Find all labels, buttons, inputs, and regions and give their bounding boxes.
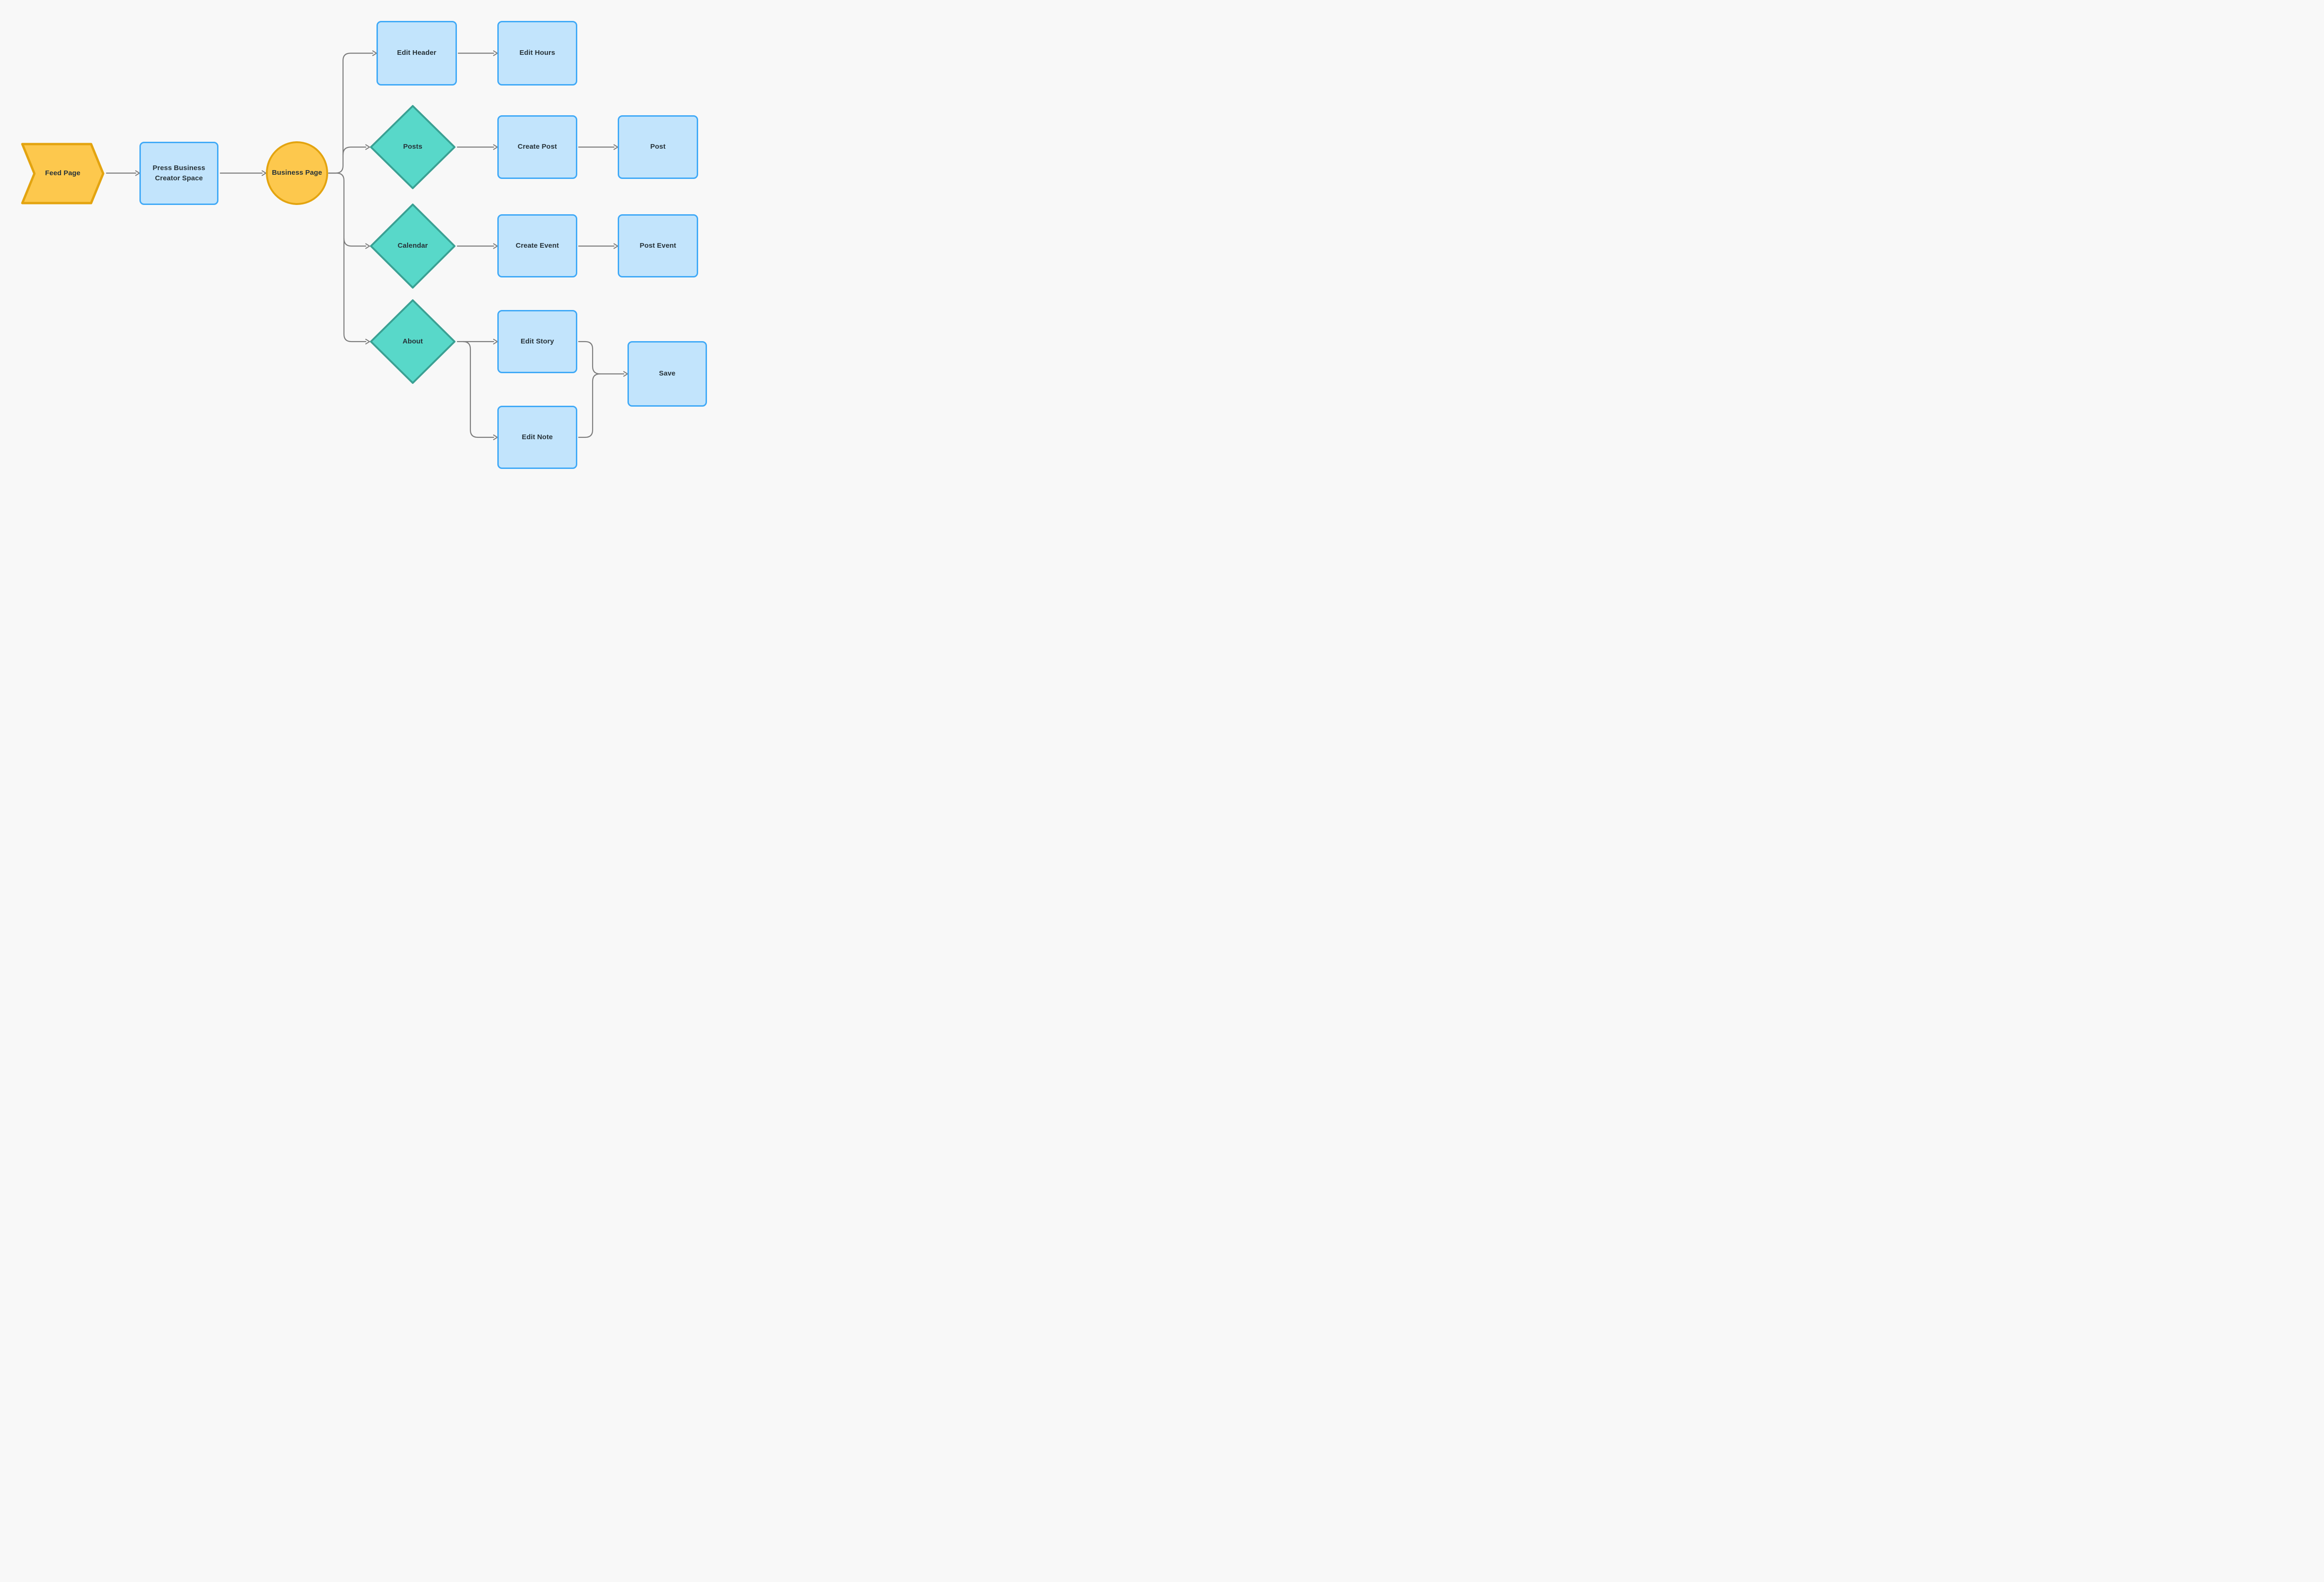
diamond-shape [370,105,456,190]
node-label: Feed Page [45,169,80,178]
node-business-page[interactable]: Business Page [266,141,328,205]
edge-business-to-about [328,172,370,345]
node-label: Business Page [271,169,322,177]
node-label: Calendar [397,242,428,250]
node-feed-page[interactable]: Feed Page [21,143,105,204]
node-label: About [403,337,423,345]
node-post[interactable]: Post [618,115,698,179]
node-press-business-creator-space[interactable]: Press Business Creator Space [139,142,218,205]
edge-business-to-posts [342,144,370,156]
edge-edit-note-to-save [578,373,601,438]
node-label: Edit Note [522,433,553,441]
node-about[interactable]: About [370,299,456,384]
chevron-shape [21,143,105,204]
node-label: Create Event [515,241,559,250]
edge-edit-story-to-save [578,341,628,377]
node-edit-story[interactable]: Edit Story [497,310,577,373]
node-post-event[interactable]: Post Event [618,214,698,277]
node-label: Edit Hours [519,49,555,57]
node-label: Save [659,369,676,378]
node-label: Create Post [517,143,557,151]
node-label: Edit Header [397,49,436,57]
diamond-shape [370,299,456,384]
edge-business-to-calendar [343,237,370,249]
diamond-shape [370,204,456,289]
node-calendar[interactable]: Calendar [370,203,456,289]
node-edit-note[interactable]: Edit Note [497,406,577,469]
node-label: Post Event [640,241,676,250]
node-label: Edit Story [521,337,554,345]
node-create-post[interactable]: Create Post [497,115,577,179]
node-edit-header[interactable]: Edit Header [376,21,457,86]
edge-about-to-edit-note [462,341,498,441]
edge-business-to-edit-header [328,50,377,174]
node-posts[interactable]: Posts [370,105,456,190]
node-label: Press Business Creator Space [152,164,205,183]
node-create-event[interactable]: Create Event [497,214,577,277]
node-save[interactable]: Save [627,341,707,407]
node-label: Posts [403,143,423,151]
edges-layer [106,50,628,441]
flowchart-canvas: Feed Page Press Business Creator Space B… [0,0,719,481]
node-edit-hours[interactable]: Edit Hours [497,21,577,86]
node-label: Post [650,143,666,151]
